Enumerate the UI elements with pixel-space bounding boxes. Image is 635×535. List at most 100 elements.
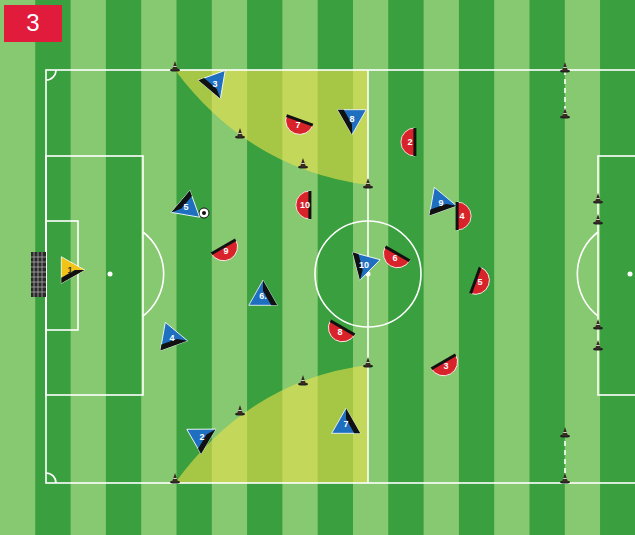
grass-stripe	[0, 0, 36, 535]
player-number: 6.	[259, 292, 267, 301]
marker-shape	[282, 116, 313, 139]
player-number: 2	[199, 433, 204, 442]
goal	[31, 252, 46, 297]
cone	[595, 319, 601, 328]
cone	[366, 183, 370, 184]
player-half-disc	[378, 247, 409, 273]
player-triangle	[160, 322, 190, 354]
blue-player: 5	[172, 194, 200, 220]
red-player: 9	[213, 238, 239, 264]
penalty-arc	[577, 232, 598, 316]
grass-stripe	[141, 0, 177, 535]
cone	[238, 133, 242, 134]
cone	[560, 62, 570, 73]
player-number: 5	[183, 203, 188, 212]
centre-circle	[315, 221, 421, 327]
marker-shape	[187, 417, 223, 454]
cone	[562, 473, 568, 482]
cone	[363, 178, 373, 189]
player-triangle	[249, 280, 278, 305]
ball	[199, 208, 209, 218]
marker-shape	[332, 408, 361, 433]
cone	[363, 357, 373, 368]
cone	[560, 108, 570, 119]
player-facing	[198, 75, 220, 103]
cone	[365, 178, 371, 187]
penalty-area	[598, 156, 635, 395]
cone	[237, 405, 243, 414]
marker-shape	[429, 187, 459, 219]
player-facing	[456, 202, 459, 230]
grass-stripe	[424, 0, 460, 535]
cone	[170, 61, 180, 72]
cone	[563, 432, 567, 433]
marker-shape	[346, 252, 380, 284]
cone	[172, 473, 178, 482]
player-number: 8	[349, 115, 354, 124]
player-number: 3	[443, 362, 448, 371]
zone	[175, 365, 368, 483]
player-number: 6	[392, 254, 397, 263]
cone	[170, 473, 180, 484]
cone	[560, 427, 570, 438]
player-half-disc	[431, 355, 462, 381]
cone	[595, 214, 601, 223]
marker-shape	[166, 190, 199, 225]
grass-stripe	[494, 0, 530, 535]
penalty-area	[46, 156, 143, 395]
player-triangle	[187, 417, 223, 454]
cone	[173, 66, 177, 67]
player-triangle	[61, 257, 84, 284]
goalkeeper: 1	[58, 257, 82, 283]
cone	[593, 340, 603, 351]
player-triangle	[346, 252, 380, 284]
marker-shape	[296, 191, 310, 219]
player-number: 9	[438, 199, 443, 208]
player-number: 4	[169, 334, 174, 343]
blue-player: 7	[332, 411, 360, 437]
blue-player: 4	[158, 325, 186, 351]
cone	[595, 340, 601, 349]
player-number: 3	[212, 80, 217, 89]
zone	[175, 70, 368, 483]
grass-stripe	[530, 0, 566, 535]
cone	[563, 113, 567, 114]
blue-player: 10	[350, 252, 378, 278]
player-half-disc	[296, 191, 310, 219]
player-half-disc	[282, 116, 313, 139]
cone	[593, 319, 603, 330]
cone	[596, 198, 600, 199]
blue-player: 3	[201, 71, 229, 97]
player-number: 2	[407, 138, 412, 147]
blue-player: 8	[338, 106, 366, 132]
player-number: 7	[343, 420, 348, 429]
cone	[238, 410, 242, 411]
player-number: 7	[295, 121, 300, 130]
marker-shape	[471, 267, 494, 298]
cone	[365, 357, 371, 366]
marker-shape	[160, 322, 190, 354]
player-facing	[61, 270, 84, 283]
diagram-number: 3	[26, 11, 39, 35]
grass-stripe	[600, 0, 635, 535]
penalty-spot	[628, 272, 633, 277]
number-box	[4, 5, 62, 42]
red-player: 6	[382, 245, 408, 271]
marker-shape	[61, 257, 84, 284]
cone	[298, 158, 308, 169]
player-facing	[413, 128, 416, 156]
blue-player: 9	[427, 190, 455, 216]
cone	[562, 108, 568, 117]
marker-shape	[431, 355, 462, 381]
blue-player: 2	[188, 424, 216, 450]
player-number: 8	[337, 328, 342, 337]
cones	[170, 61, 603, 484]
player-half-disc	[457, 202, 471, 230]
cone	[562, 62, 568, 71]
cone	[593, 214, 603, 225]
player-triangle	[198, 70, 233, 103]
cone	[596, 345, 600, 346]
penalty-arc	[143, 232, 164, 316]
